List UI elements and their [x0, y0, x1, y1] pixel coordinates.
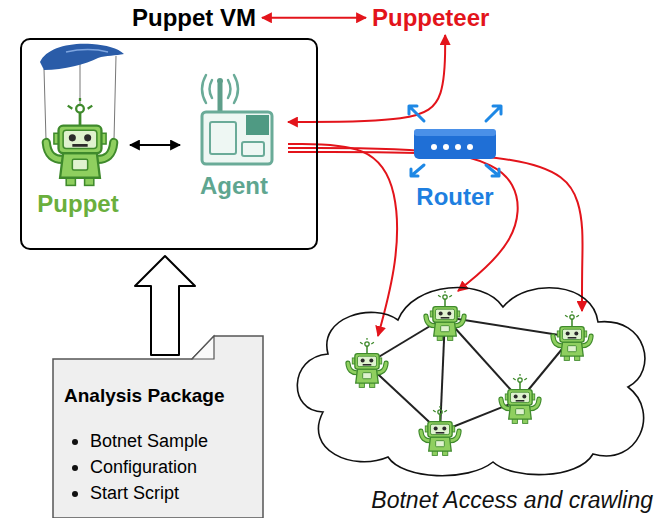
- botnet-links: [367, 317, 572, 432]
- bot-icon: [501, 374, 539, 423]
- control-arrow: [130, 144, 180, 146]
- analysis-package: Analysis PackageBotnet SampleConfigurati…: [52, 335, 264, 518]
- puppeteer-node: Puppeteer: [372, 4, 490, 32]
- agent-panel: [210, 122, 236, 154]
- router-top: [414, 129, 496, 136]
- agent-antenna-tip: [217, 78, 223, 84]
- c2-arrow: [288, 35, 445, 122]
- puppeteer-label: Puppeteer: [372, 4, 489, 32]
- agent-label: Agent: [200, 172, 268, 200]
- vm-heading: Puppet VM: [132, 4, 256, 32]
- puppet-robot: [46, 98, 113, 185]
- router-arrow: [486, 106, 501, 121]
- botnet-cloud: Botnet Access and crawling: [283, 262, 659, 518]
- cloud-caption: Botnet Access and crawling: [371, 487, 653, 513]
- router-arrow: [411, 165, 424, 176]
- router-arrow: [409, 106, 424, 121]
- router-box: [414, 129, 496, 159]
- router-led: [467, 144, 473, 150]
- crawl-arrow: [288, 152, 583, 311]
- hand-detail: [66, 50, 108, 52]
- bullet-dot: [72, 491, 78, 497]
- load-arrow: [135, 256, 195, 355]
- vm-box: Puppet VMPuppetAgent: [20, 38, 318, 250]
- puppet-illustration: [40, 44, 124, 186]
- agent-body: [202, 112, 272, 164]
- document-shape: [53, 336, 263, 518]
- document-fold: [192, 336, 214, 359]
- router-led: [455, 144, 461, 150]
- cloud-shape: [297, 288, 645, 476]
- bot-icon: [348, 338, 386, 387]
- router-arrow: [486, 165, 499, 176]
- router-arrows: [409, 106, 501, 176]
- link-arrow: [262, 17, 366, 19]
- agent-node: Agent: [180, 70, 288, 210]
- crawl-arrow: [288, 148, 518, 291]
- agent-panel: [242, 142, 264, 156]
- package-title: Analysis Package: [64, 385, 225, 407]
- package-item: Configuration: [90, 457, 197, 478]
- package-item: Start Script: [90, 483, 179, 504]
- bot-link: [445, 317, 520, 400]
- router-illustration: [409, 106, 501, 176]
- bot-icon: [421, 406, 459, 455]
- cloud-outline: [283, 262, 659, 518]
- agent-block: [246, 115, 269, 135]
- agent-antenna: [218, 84, 223, 112]
- router-led: [443, 144, 449, 150]
- router-label: Router: [416, 183, 493, 211]
- package-item: Botnet Sample: [90, 431, 208, 452]
- crawl-arrow: [288, 144, 397, 336]
- router-node: Router: [400, 85, 510, 215]
- connectors: [130, 18, 583, 355]
- bot-icon: [553, 311, 591, 360]
- puppeteer-hand: [40, 44, 124, 70]
- bullet-dot: [72, 439, 78, 445]
- bot-icon: [426, 291, 464, 340]
- puppet-label: Puppet: [37, 190, 118, 218]
- router-led: [431, 144, 437, 150]
- puppet-node: Puppet: [26, 40, 130, 228]
- bullet-dot: [72, 465, 78, 471]
- agent-illustration: [202, 75, 272, 164]
